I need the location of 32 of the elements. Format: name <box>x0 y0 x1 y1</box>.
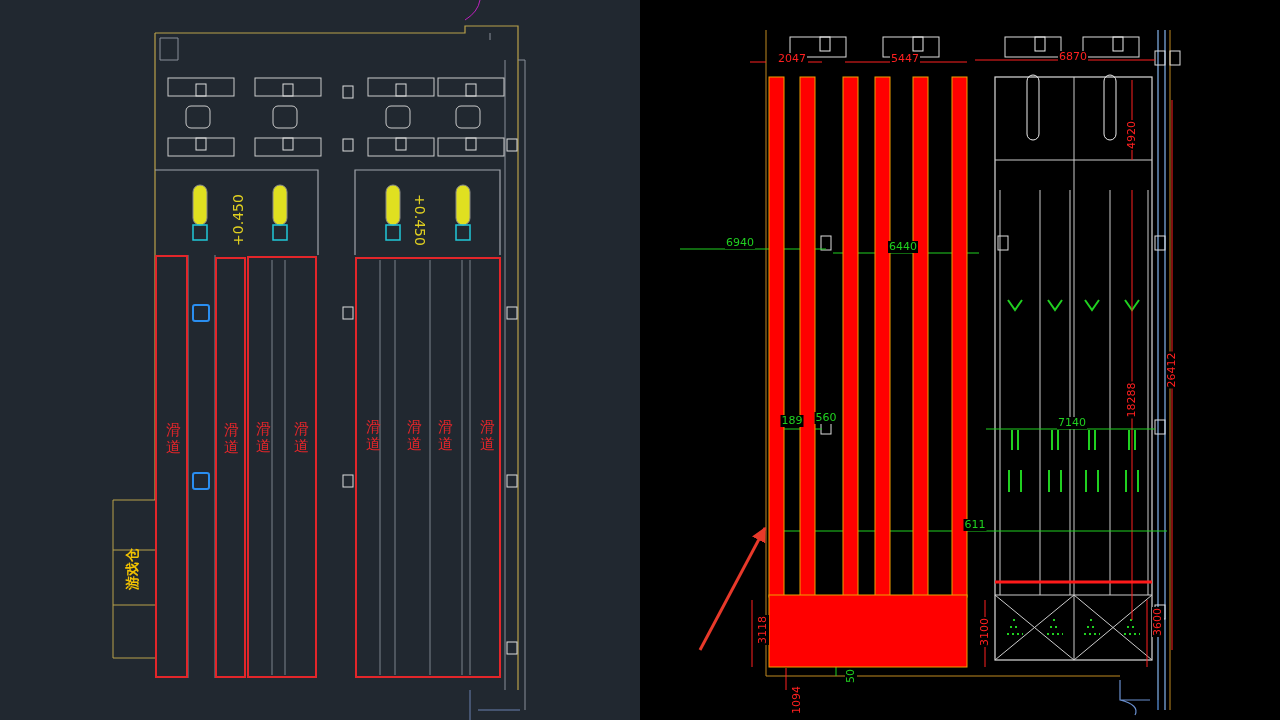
dimension-label: 1094 <box>791 685 803 715</box>
slide-lane <box>215 257 246 678</box>
dimension-label: 6440 <box>888 241 918 253</box>
lane-label: 滑道 <box>479 419 496 453</box>
slide-lane <box>247 256 317 678</box>
lane-label: 滑道 <box>293 421 310 455</box>
slide-lane <box>355 257 501 678</box>
dimension-label: 560 <box>814 412 838 424</box>
lane-label: 滑道 <box>255 421 272 455</box>
booth-label: 游戏仓 <box>123 547 141 590</box>
dimension-label: 189 <box>780 415 804 427</box>
lane-label: 滑道 <box>365 419 382 453</box>
lane-label: 滑道 <box>406 419 423 453</box>
dimension-label: 5447 <box>890 53 920 65</box>
lane-label: 滑道 <box>223 422 240 456</box>
dimension-label: 611 <box>963 519 987 531</box>
dimension-label: 3100 <box>979 617 991 647</box>
dimension-label: 6940 <box>725 237 755 249</box>
slide-lane <box>155 255 188 678</box>
elevation-label: +0.450 <box>232 193 244 247</box>
dimension-label: 2047 <box>777 53 807 65</box>
dimension-label: 7140 <box>1057 417 1087 429</box>
pointer-arrow <box>698 526 767 651</box>
dimension-label: 50 <box>845 668 857 684</box>
dimension-label: 18288 <box>1126 381 1138 419</box>
dimension-label: 6870 <box>1058 51 1088 63</box>
lane-label: 滑道 <box>165 422 182 456</box>
dimension-label: 3600 <box>1152 607 1164 637</box>
dimension-label: 26412 <box>1166 351 1178 389</box>
dimension-label: 4920 <box>1126 120 1138 150</box>
lane-label: 滑道 <box>437 419 454 453</box>
dimension-label: 3118 <box>757 615 769 645</box>
